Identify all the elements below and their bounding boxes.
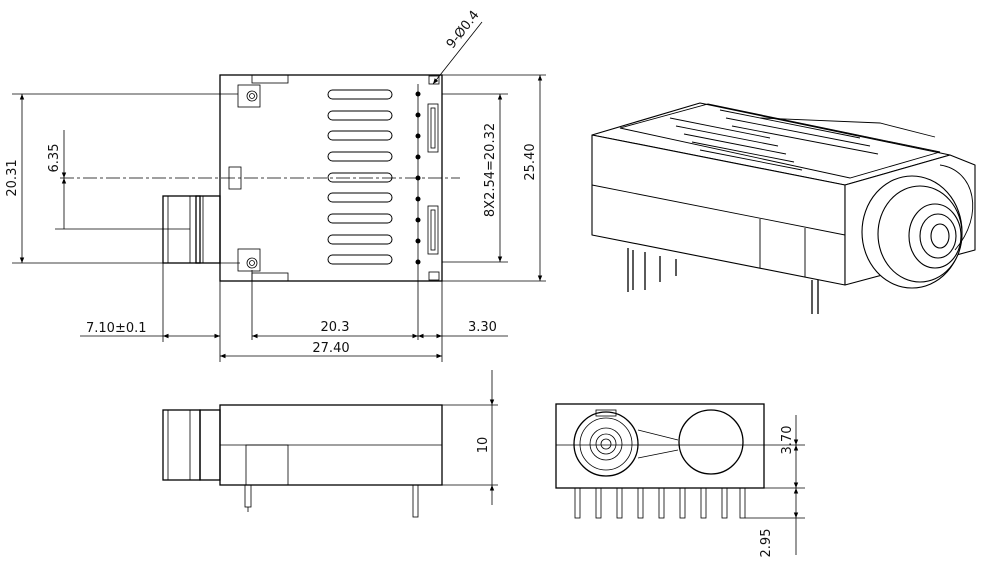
dim-27-40: 27.40	[312, 341, 349, 356]
dim-2-95: 2.95	[759, 529, 774, 558]
dim-20-3: 20.3	[321, 320, 350, 335]
dim-plug-length: 7.10±0.1	[86, 321, 147, 336]
front-pins	[574, 487, 746, 519]
isometric-view	[591, 102, 976, 314]
front-view: 3.70 2.95	[555, 403, 805, 558]
vent-slots	[327, 89, 393, 265]
dim-3-70: 3.70	[780, 426, 795, 455]
dim-3-30: 3.30	[468, 320, 497, 335]
dim-10: 10	[476, 437, 491, 454]
dim-pin-pitch: 8X2.54=20.32	[483, 123, 498, 217]
side-view: 10	[162, 370, 498, 518]
top-view: 20.31 6.35 8X2.54=20.32 25.40 9-Ø0.4 7.1…	[5, 8, 546, 362]
iso-slots	[669, 109, 879, 171]
dim-6-35: 6.35	[47, 144, 62, 173]
dim-25-40: 25.40	[523, 143, 538, 180]
dim-20-31: 20.31	[5, 159, 20, 196]
